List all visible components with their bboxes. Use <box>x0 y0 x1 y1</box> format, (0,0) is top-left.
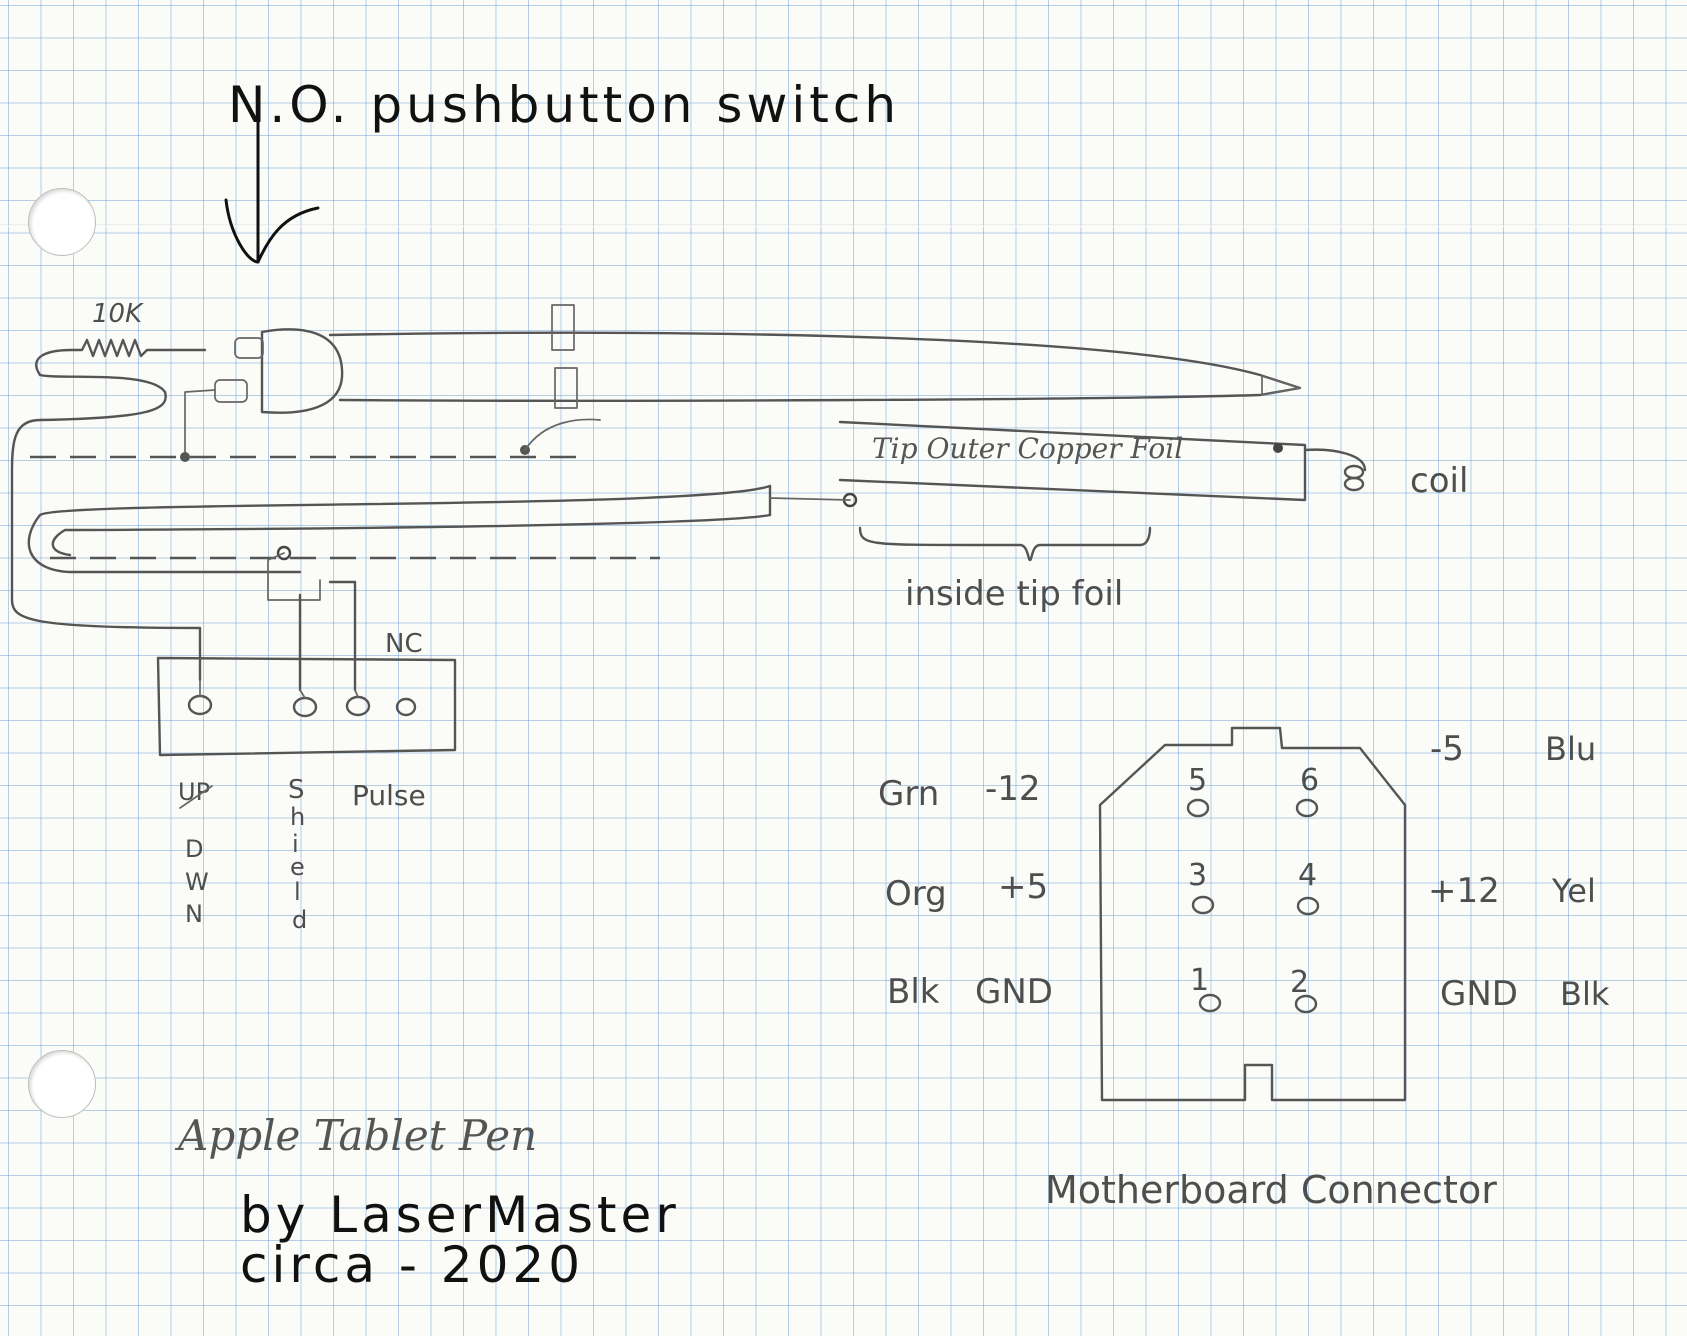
conn-pin-5-signal: -12 <box>985 769 1041 809</box>
junction-dot-1 <box>180 452 190 462</box>
label-pulse: Pulse <box>352 779 426 812</box>
switch-arrow-head <box>224 198 320 264</box>
motherboard-connector-outline <box>1098 726 1407 1102</box>
conn-pin-6-wire: Blu <box>1545 730 1596 768</box>
shield-loop <box>267 552 321 601</box>
shield-junction <box>276 545 292 561</box>
pin-shield <box>292 696 318 718</box>
barrel-clip-bottom <box>554 367 578 409</box>
label-shield: S h i e l d <box>288 775 307 934</box>
switch-ground-lead <box>184 389 216 456</box>
pin-pulse-lead <box>354 689 359 698</box>
conn-pin-3-signal: +5 <box>998 867 1048 907</box>
conn-pin-4-signal: +12 <box>1428 871 1500 911</box>
label-up-down-1: D <box>185 835 203 863</box>
barrel-clip-top <box>551 304 575 351</box>
pushbutton-switch-body <box>260 328 344 414</box>
pen-tip <box>1261 375 1301 396</box>
conn-pin-3-wire: Org <box>885 874 947 914</box>
conn-pin-6-number: 6 <box>1300 763 1319 798</box>
label-up-down-2: W <box>185 868 209 896</box>
conn-pin-6 <box>1295 798 1319 818</box>
conn-pin-5-wire: Grn <box>878 774 939 814</box>
binder-hole-bottom <box>28 1050 96 1118</box>
credit-line-1: by LaserMaster <box>240 1186 680 1244</box>
pen-barrel-outer <box>328 331 1302 402</box>
conn-pin-1-signal: GND <box>975 972 1053 1012</box>
conn-pin-2 <box>1294 994 1318 1014</box>
connector-title: Motherboard Connector <box>1045 1168 1497 1212</box>
binder-hole-top <box>28 188 96 256</box>
conn-pin-5-number: 5 <box>1188 763 1207 798</box>
paper-fold-line <box>0 224 1687 227</box>
label-shield-5: d <box>292 906 307 934</box>
coil-winding-1 <box>1343 464 1365 480</box>
inner-cable-top <box>27 484 772 574</box>
label-shield-2: i <box>292 830 299 858</box>
label-up-down-0: UP <box>178 778 210 806</box>
inner-cable-bottom <box>51 513 772 557</box>
inside-tip-foil-label: inside tip foil <box>905 574 1123 614</box>
conn-pin-6-signal: -5 <box>1430 729 1464 769</box>
conn-pin-5 <box>1186 798 1210 818</box>
conn-pin-4-number: 4 <box>1298 858 1317 893</box>
label-shield-0: S <box>288 775 305 805</box>
pin-shield-lead <box>299 689 306 699</box>
label-up-down-3: N <box>185 900 203 928</box>
coil-lead <box>1303 448 1367 472</box>
tip-outer-foil-label: Tip Outer Copper Foil <box>872 432 1183 465</box>
conn-pin-1 <box>1198 993 1222 1013</box>
label-up-down: UP D W N <box>178 778 213 928</box>
pin-nc <box>395 697 417 717</box>
up-down-wire <box>10 373 202 682</box>
coil-winding-2 <box>1343 476 1365 492</box>
pin-up-down <box>187 694 213 716</box>
switch-terminal-top <box>234 337 264 359</box>
pen-title: Apple Tablet Pen <box>174 1111 537 1160</box>
conn-pin-4-wire: Yel <box>1551 872 1596 910</box>
credit-line-2: circa - 2020 <box>240 1236 584 1294</box>
conn-pin-1-number: 1 <box>1190 963 1209 998</box>
conn-pin-3-number: 3 <box>1188 858 1207 893</box>
inside-tip-foil-bracket <box>858 526 1152 562</box>
switch-title: N.O. pushbutton switch <box>228 76 900 134</box>
conn-pin-3 <box>1191 895 1215 915</box>
pin-pulse <box>345 695 371 717</box>
switch-terminal-bottom <box>214 379 248 403</box>
foil-contact-dot <box>1273 443 1283 453</box>
up-down-slash <box>179 785 213 809</box>
coil-label: coil <box>1410 461 1468 501</box>
tip-foil-wire <box>524 418 601 451</box>
pen-connector-block <box>156 656 457 757</box>
label-shield-4: l <box>294 878 301 906</box>
pulse-wire <box>328 580 357 692</box>
tip-outer-foil-outline <box>838 420 1307 502</box>
label-shield-3: e <box>290 853 305 881</box>
conn-pin-2-wire: Blk <box>1560 975 1610 1013</box>
label-shield-1: h <box>290 803 305 831</box>
resistor-10k <box>35 338 207 377</box>
conn-pin-4 <box>1296 896 1320 916</box>
conn-pin-2-signal: GND <box>1440 974 1518 1014</box>
nc-label: NC <box>385 629 423 659</box>
conn-pin-2-number: 2 <box>1290 965 1309 1000</box>
inside-foil-lead <box>769 497 851 501</box>
resistor-label: 10K <box>92 299 144 329</box>
conn-pin-1-wire: Blk <box>887 972 940 1012</box>
